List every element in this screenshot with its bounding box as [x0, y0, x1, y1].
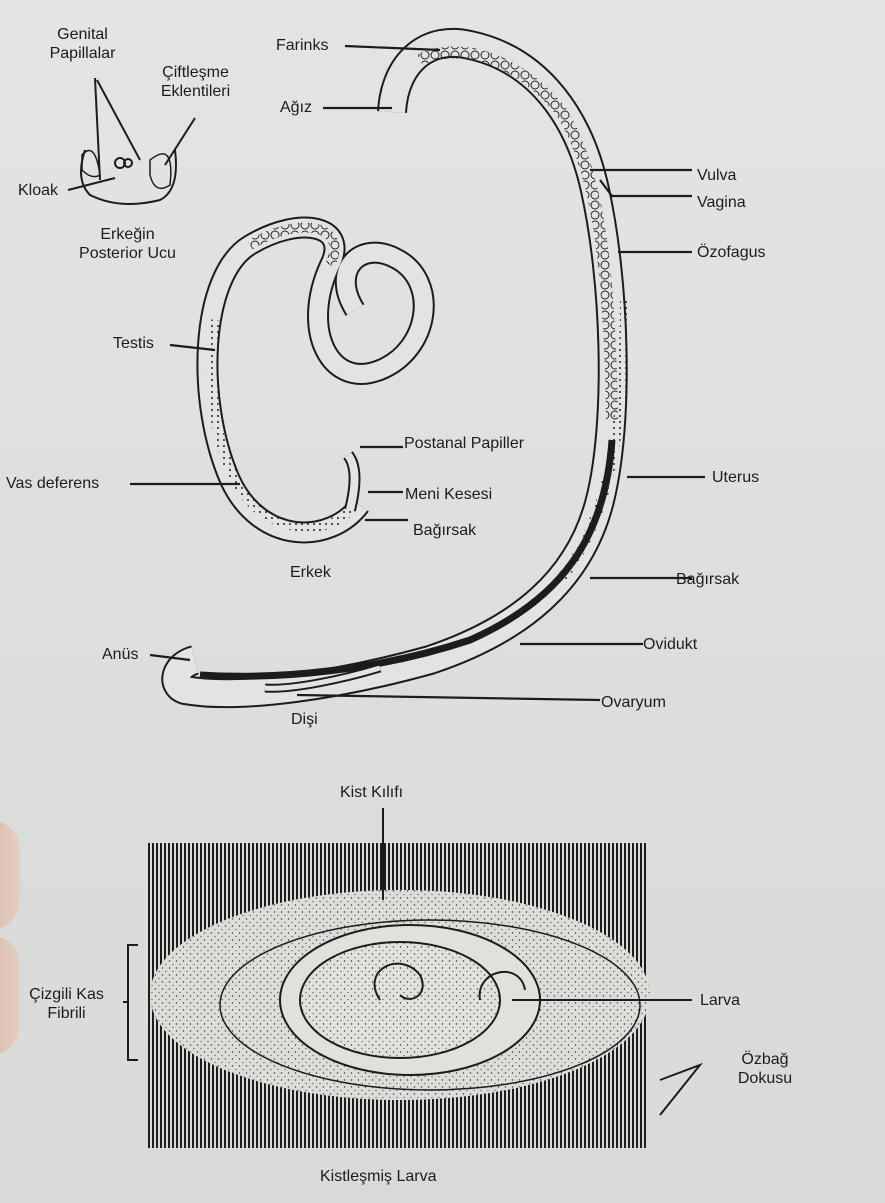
caption-female: Dişi — [291, 711, 318, 728]
caption-male: Erkek — [290, 564, 331, 581]
finger-edge — [0, 820, 20, 930]
label-mouth: Ağız — [280, 99, 313, 116]
male-posterior-end — [67, 77, 196, 205]
label-line: Çizgili Kas — [29, 986, 104, 1003]
label-copulatory: Çiftleşme Eklentileri — [148, 63, 243, 101]
caption-line: Posterior Ucu — [79, 245, 176, 262]
label-anus: Anüs — [102, 646, 139, 663]
leader-lines — [130, 44, 705, 702]
label-line: Özbağ — [741, 1051, 789, 1068]
label-seminal-vesicle: Meni Kesesi — [405, 486, 493, 503]
label-line: Dokusu — [737, 1070, 793, 1087]
label-genital-papillae: Genital Papillalar — [40, 25, 125, 63]
label-male-intestine: Bağırsak — [413, 522, 477, 539]
caption-line: Erkeğin — [100, 226, 155, 243]
label-line: Çiftleşme — [162, 64, 229, 81]
label-vagina: Vagina — [697, 194, 746, 211]
label-larva: Larva — [700, 992, 741, 1009]
label-uterus: Uterus — [712, 469, 760, 486]
label-esophagus: Özofagus — [697, 244, 766, 261]
label-postanal-papillae: Postanal Papiller — [404, 435, 525, 452]
label-cloaca: Kloak — [18, 182, 59, 199]
label-vas-deferens: Vas deferens — [6, 475, 100, 492]
caption-cyst: Kistleşmiş Larva — [320, 1168, 437, 1185]
label-vulva: Vulva — [697, 167, 737, 184]
male-worm — [196, 216, 435, 544]
cyst-diagram — [123, 808, 704, 1148]
label-connective-tissue: Özbağ Dokusu — [720, 1050, 810, 1088]
label-oviduct: Ovidukt — [643, 636, 698, 653]
label-line: Genital — [57, 26, 108, 43]
label-ovary: Ovaryum — [601, 694, 666, 711]
caption-male-posterior: Erkeğin Posterior Ucu — [60, 225, 195, 263]
finger-edge-lower — [0, 935, 20, 1055]
label-pharynx: Farinks — [276, 37, 329, 54]
label-line: Eklentileri — [160, 83, 231, 100]
female-worm — [161, 27, 630, 709]
label-testis: Testis — [113, 335, 154, 352]
label-striated-muscle: Çizgili Kas Fibrili — [14, 985, 119, 1023]
label-line: Fibrili — [47, 1005, 86, 1022]
label-cyst-wall: Kist Kılıfı — [340, 784, 404, 801]
label-female-intestine: Bağırsak — [676, 571, 740, 588]
label-line: Papillalar — [49, 45, 116, 62]
